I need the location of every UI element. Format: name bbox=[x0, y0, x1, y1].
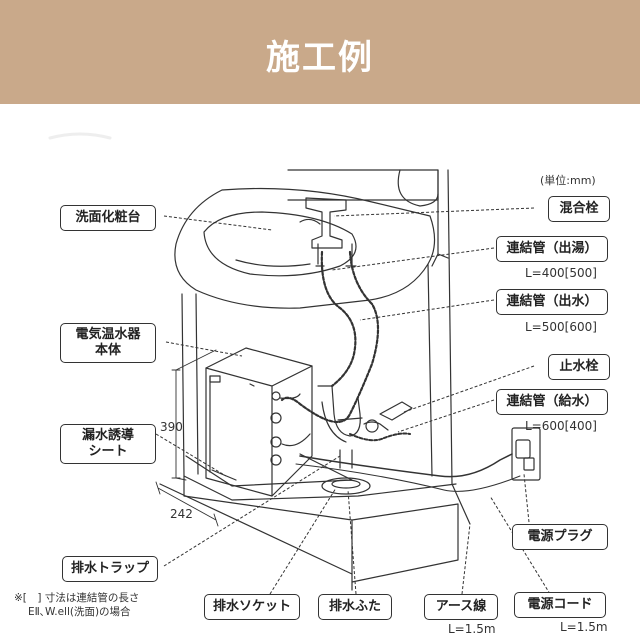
power-outlet bbox=[511, 427, 541, 481]
dim-depth-value: 242 bbox=[170, 507, 193, 521]
footnote: ※[ ] 寸法は連結管の長さ EⅡ､W.ell(洗面)の場合 bbox=[14, 591, 139, 619]
dim-242 bbox=[155, 481, 219, 527]
power-cord bbox=[299, 453, 513, 478]
power-cord-length: L=1.5m bbox=[560, 620, 608, 634]
label-power-cord: 電源コード bbox=[514, 592, 606, 618]
leader-trap bbox=[163, 455, 341, 567]
leader-out bbox=[359, 299, 495, 321]
drain-trap bbox=[317, 385, 361, 437]
leader-stop bbox=[403, 365, 535, 413]
drain-socket bbox=[321, 477, 371, 495]
label-heater: 電気温水器 本体 bbox=[60, 323, 156, 363]
supply-pipe-length: L=600[400] bbox=[525, 419, 597, 433]
label-earth-wire: アース線 bbox=[424, 594, 498, 620]
label-hot-pipe: 連結管（出湯） bbox=[496, 236, 608, 262]
stop-valve bbox=[379, 401, 413, 421]
leader-basin bbox=[163, 215, 273, 231]
hot-hose bbox=[320, 250, 357, 388]
hot-pipe-length: L=400[500] bbox=[525, 266, 597, 280]
label-drain-cap: 排水ふた bbox=[318, 594, 392, 620]
out-pipe-length: L=500[600] bbox=[525, 320, 597, 334]
label-out-pipe: 連結管（出水） bbox=[496, 289, 608, 315]
unit-note: (単位:mm) bbox=[540, 174, 596, 187]
label-plug: 電源プラグ bbox=[512, 524, 608, 550]
water-heater bbox=[205, 367, 273, 497]
faint-mark bbox=[48, 132, 112, 140]
label-drain-socket: 排水ソケット bbox=[204, 594, 300, 620]
label-trap: 排水トラップ bbox=[62, 556, 158, 582]
leak-sheet bbox=[185, 453, 353, 487]
label-mixer: 混合栓 bbox=[548, 196, 610, 222]
title-banner: 施工例 bbox=[0, 0, 640, 104]
sink-counter bbox=[174, 187, 436, 309]
leader-socket bbox=[269, 487, 337, 595]
leader-heater bbox=[165, 341, 243, 357]
supply-hose bbox=[349, 432, 411, 442]
dim-height-value: 390 bbox=[160, 420, 183, 434]
leader-mixer bbox=[333, 207, 535, 217]
cold-hose bbox=[280, 250, 380, 424]
label-basin: 洗面化粧台 bbox=[60, 205, 156, 231]
base-plinth bbox=[183, 475, 459, 583]
mirror-cabinet bbox=[287, 169, 439, 201]
leader-supply bbox=[397, 399, 495, 433]
label-stop-valve: 止水栓 bbox=[548, 354, 610, 380]
label-leak-sheet: 漏水誘導 シート bbox=[60, 424, 156, 464]
mixer-faucet bbox=[305, 197, 347, 249]
vanity-cabinet bbox=[181, 293, 457, 501]
footnote-line1: ※[ ] 寸法は連結管の長さ bbox=[14, 592, 140, 604]
label-supply-pipe: 連結管（給水） bbox=[496, 389, 608, 415]
leader-earth bbox=[461, 523, 471, 595]
earth-wire-length: L=1.5m bbox=[448, 622, 496, 636]
page-title: 施工例 bbox=[266, 38, 374, 78]
basin-bowl bbox=[203, 211, 357, 277]
installation-diagram bbox=[48, 132, 551, 595]
leader-hot bbox=[331, 247, 495, 271]
leader-leak bbox=[155, 433, 227, 477]
footnote-line2: EⅡ､W.ell(洗面)の場合 bbox=[28, 606, 131, 618]
leader-cap bbox=[347, 489, 357, 595]
dim-390 bbox=[171, 349, 217, 481]
